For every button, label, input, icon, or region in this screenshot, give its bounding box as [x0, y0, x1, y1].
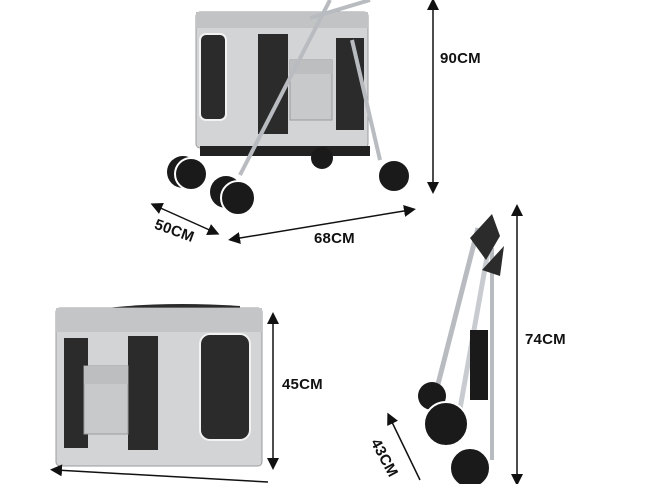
folded-depth-dimension-line	[387, 412, 421, 481]
folded-height-label: 74CM	[525, 331, 566, 348]
carrier-height-label: 45CM	[282, 376, 323, 393]
pet-stroller-assembled	[167, 0, 411, 216]
carrier-length-dimension-line	[50, 464, 269, 483]
frame-folded	[418, 214, 504, 484]
stroller-height-label: 90CM	[440, 50, 481, 67]
carrier-detached	[55, 304, 263, 467]
stroller-length-label: 68CM	[314, 230, 355, 247]
depth-dimension-line	[150, 202, 220, 236]
length-dimension-line	[228, 205, 416, 244]
